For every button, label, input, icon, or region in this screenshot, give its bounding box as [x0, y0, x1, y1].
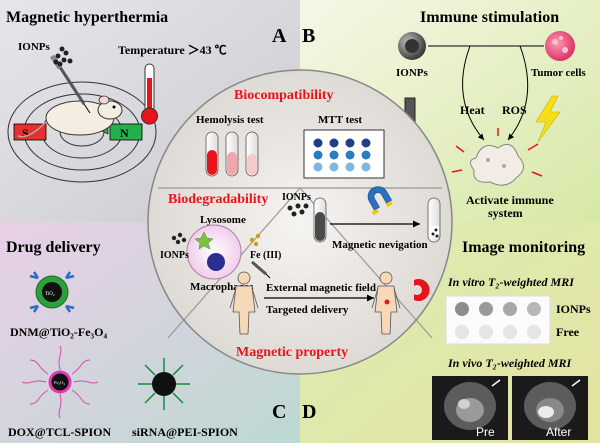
- dox-tcl-spion-label: DOX@TCL-SPION: [8, 425, 112, 439]
- dnm-tio2-label: DNM@TiO₂-Fe₃O₄: [10, 325, 107, 339]
- quadrant-letter-b: B: [302, 25, 315, 47]
- invitro-mri-wells: [455, 302, 541, 339]
- ionps-dots-center: [287, 203, 309, 217]
- quadrant-b-title: Immune stimulation: [420, 9, 559, 26]
- hemolysis-test-label: Hemolysis test: [196, 114, 264, 126]
- tumor-cell-icon: [545, 31, 575, 61]
- human-figure-left: [229, 271, 259, 335]
- navigation-tube-start: [313, 197, 327, 243]
- navigation-tube-end: [427, 197, 441, 243]
- invitro-mri-title: In vitro T₂-weighted MRI: [447, 275, 575, 289]
- lysosome-label: Lysosome: [200, 214, 246, 226]
- heat-arrow: [462, 45, 485, 141]
- mtt-plate-icon: [303, 129, 385, 179]
- free-row-label: Free: [556, 325, 580, 339]
- ionps-label-a: IONPs: [18, 41, 51, 53]
- dox-core-label: Fe₃O₄: [54, 380, 65, 385]
- fe-ions-dots: [249, 233, 261, 247]
- mri-pre-label: Pre: [476, 425, 495, 439]
- mri-after-image: [512, 376, 588, 440]
- quadrant-a-title: Magnetic hyperthermia: [6, 9, 168, 26]
- quadrant-letter-c: C: [272, 401, 286, 423]
- ionps-dots-biodeg: [171, 232, 187, 245]
- syringe-icon-human: [251, 260, 271, 279]
- sirna-pei-spion-icon: [138, 358, 190, 410]
- sirna-pei-spion-label: siRNA@PEI-SPION: [132, 425, 238, 439]
- fe-iii-label: Fe (III): [250, 250, 281, 261]
- dnm-tio2-nanoparticle-icon: [29, 271, 75, 313]
- ros-label: ROS: [502, 103, 527, 117]
- heat-label: Heat: [460, 103, 485, 117]
- hemolysis-tubes-icon: [205, 131, 259, 177]
- mtt-test-label: MTT test: [318, 114, 362, 126]
- immune-cells-icon: [451, 128, 543, 186]
- central-circle: [147, 69, 453, 375]
- ionps-label-b: IONPs: [396, 67, 429, 79]
- magnetic-navigation-label: Magnetic nevigation: [332, 239, 428, 251]
- mouse-icon: [17, 95, 123, 138]
- dnm-core-label: TiO₂: [45, 292, 55, 297]
- biodegradability-title: Biodegradability: [168, 192, 268, 207]
- activate-immune-label: Activate immune: [466, 193, 554, 207]
- external-field-label: External magnetic field: [266, 282, 376, 294]
- magnet-n-pole: [109, 123, 143, 141]
- mri-pre-image: [432, 376, 508, 440]
- ionps-label-center: IONPs: [282, 192, 311, 203]
- ionps-row-label: IONPs: [556, 302, 591, 316]
- quadrant-d-title: Image monitoring: [462, 239, 585, 256]
- dox-tcl-spion-icon: [21, 345, 99, 419]
- immune-system-label: system: [488, 206, 523, 220]
- macrophage-icon: [186, 224, 242, 280]
- targeted-delivery-label: Targeted delivery: [266, 304, 349, 316]
- quadrant-letter-a: A: [272, 25, 287, 47]
- red-magnet-icon: [414, 279, 430, 301]
- thermometer-icon: [141, 63, 158, 125]
- magnet-n-label: N: [120, 126, 129, 140]
- ionps-particle-icon: [398, 32, 426, 60]
- magnet-s-label: S: [22, 126, 29, 140]
- invivo-mri-title: In vivo T₂-weighted MRI: [447, 356, 573, 370]
- lightning-icon: [535, 95, 561, 143]
- quadrant-c-title: Drug delivery: [6, 239, 101, 256]
- biocompatibility-title: Biocompatibility: [234, 88, 334, 103]
- human-figure-right: [371, 271, 401, 335]
- quadrant-letter-d: D: [302, 401, 316, 423]
- ionps-dots-a: [53, 46, 73, 67]
- temperature-label: Temperature ＞43 ℃: [118, 43, 227, 57]
- ros-arrow: [507, 45, 529, 141]
- tumor-cells-label: Tumor cells: [531, 67, 586, 79]
- ionps-label-biodeg: IONPs: [160, 250, 189, 261]
- mri-after-label: After: [546, 425, 571, 439]
- horseshoe-magnet-icon: [367, 186, 393, 216]
- magnetic-property-title: Magnetic property: [236, 345, 348, 360]
